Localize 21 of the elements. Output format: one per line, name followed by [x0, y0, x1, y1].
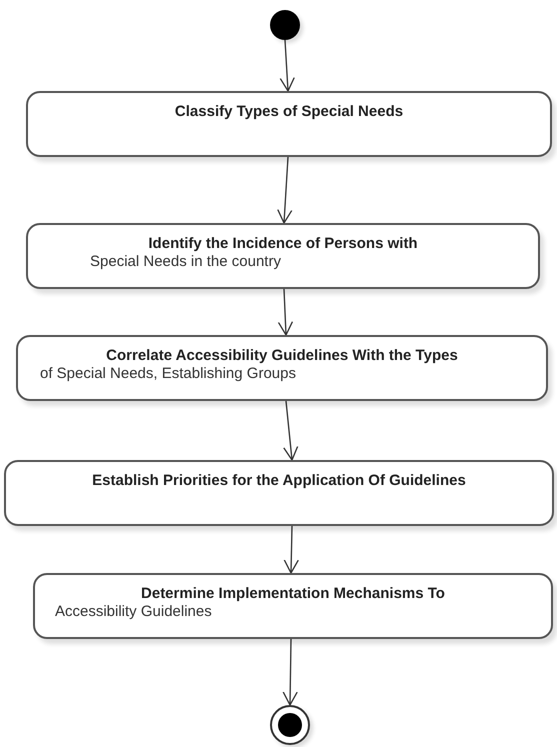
arrow: [284, 526, 299, 574]
arrow: [277, 156, 292, 224]
end-node: [270, 705, 310, 745]
action-box: [26, 223, 540, 289]
arrow: [278, 288, 294, 336]
action-title: Determine Implementation Mechanisms To: [140, 584, 446, 603]
action-title: Correlate Accessibility Guidelines With the Types: [105, 346, 459, 365]
action-box: [26, 91, 552, 157]
start-node: [270, 10, 300, 40]
action-box: [33, 573, 553, 639]
action-title: Identify the Incidence of Persons with: [147, 234, 419, 253]
arrow: [282, 639, 298, 706]
action-title: Classify Types of Special Needs: [174, 102, 404, 121]
arrow: [283, 400, 298, 461]
action-text: Special Needs in the country: [89, 253, 282, 271]
action-text: of Special Needs, Establishing Groups: [39, 365, 297, 383]
action-box: [4, 460, 554, 526]
action-text: Accessibility Guidelines: [54, 603, 213, 621]
arrow: [280, 40, 295, 92]
action-title: Establish Priorities for the Application Of Guidelines: [91, 471, 467, 490]
action-box: [16, 335, 548, 401]
